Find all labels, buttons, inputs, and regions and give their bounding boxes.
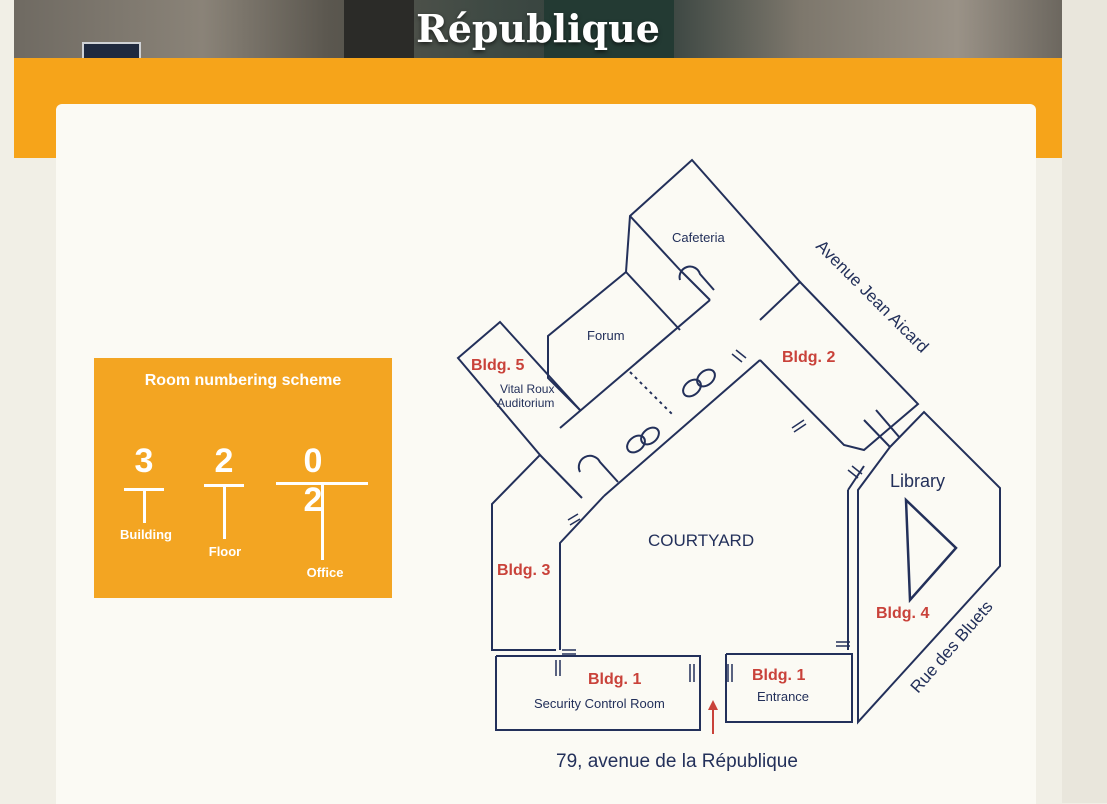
page-edge [1062, 0, 1107, 803]
bldg5-label: Bldg. 5 [471, 357, 524, 374]
bldg3-label: Bldg. 3 [497, 562, 550, 579]
auditorium-label: Auditorium [497, 396, 554, 410]
forum-label: Forum [587, 328, 625, 343]
door-markers [555, 349, 863, 682]
room-numbering-legend: Room numbering scheme 3 2 0 2 Building F… [94, 358, 392, 598]
page-title: République [416, 6, 660, 51]
office-stem [321, 482, 324, 560]
bldg4-label: Bldg. 4 [876, 605, 929, 622]
building-label: Building [120, 527, 172, 542]
bldg1-right-label: Bldg. 1 [752, 667, 805, 684]
building-walls [456, 158, 1001, 731]
header-photo: République [14, 0, 1062, 70]
office-label: Office [306, 565, 344, 580]
floor-stem [223, 484, 226, 539]
bldg2-label: Bldg. 2 [782, 349, 835, 366]
courtyard-label: COURTYARD [648, 531, 754, 550]
floor-label: Floor [208, 544, 242, 559]
auditorium-label: Vital Roux [500, 382, 554, 396]
office-digits: 0 2 [303, 442, 335, 519]
building-digit: 3 [134, 442, 154, 480]
cafeteria-label: Cafeteria [672, 230, 726, 245]
building-stem [143, 488, 146, 523]
street-jean-aicard: Avenue Jean Aicard [812, 236, 932, 356]
entrance-arrow [708, 700, 718, 734]
entrance-label: Entrance [757, 689, 809, 704]
revolving-doors [626, 368, 716, 454]
street-republique: 79, avenue de la République [556, 751, 798, 772]
floor-digit: 2 [214, 442, 234, 480]
library-label: Library [890, 471, 945, 491]
legend-title: Room numbering scheme [144, 372, 342, 389]
security-room-label: Security Control Room [534, 696, 665, 711]
library-stair-icon [904, 496, 958, 604]
bldg1-left-label: Bldg. 1 [588, 671, 641, 688]
